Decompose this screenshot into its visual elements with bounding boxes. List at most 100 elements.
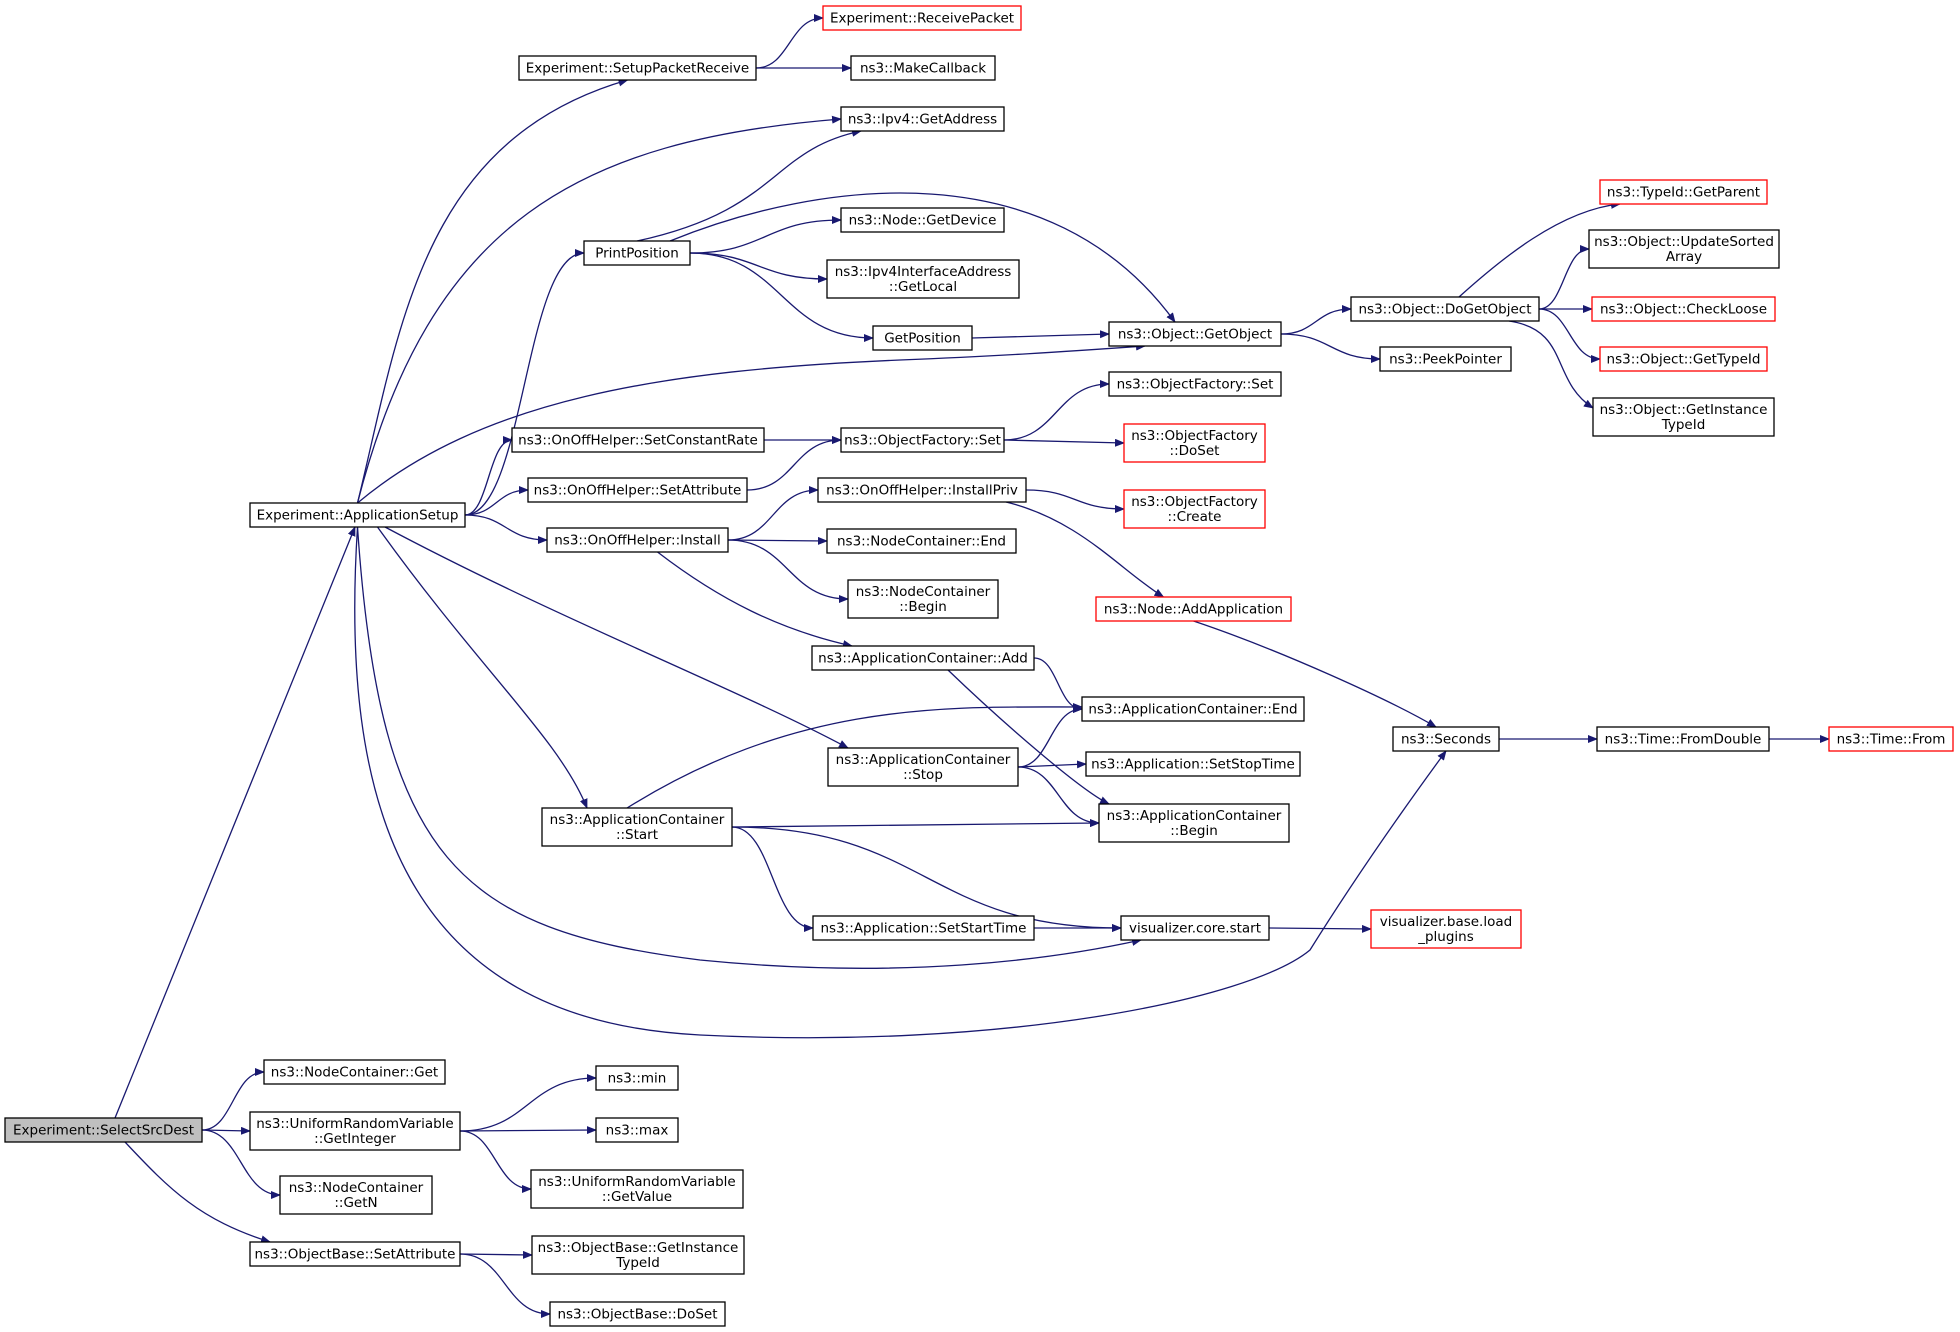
node-box[interactable] (1350, 296, 1540, 322)
node-box[interactable] (1123, 423, 1266, 463)
node-box[interactable] (826, 528, 1017, 554)
node-setuppacketreceive[interactable]: Experiment::SetupPacketReceive (518, 55, 757, 81)
node-box[interactable] (822, 5, 1022, 31)
node-box[interactable] (847, 579, 999, 619)
node-selectsrcdest[interactable]: Experiment::SelectSrcDest (4, 1117, 203, 1143)
node-box[interactable] (1592, 397, 1775, 437)
node-nodecontainer-begin[interactable]: ns3::NodeContainer::Begin (847, 579, 999, 619)
node-box[interactable] (546, 527, 729, 553)
node-box[interactable] (518, 55, 757, 81)
node-box[interactable] (811, 645, 1035, 671)
node-appcontainer-add[interactable]: ns3::ApplicationContainer::Add (811, 645, 1035, 671)
node-box[interactable] (595, 1065, 679, 1091)
node-box[interactable] (511, 427, 765, 453)
node-box[interactable] (279, 1175, 433, 1215)
node-box[interactable] (827, 747, 1019, 787)
node-applicationsetup[interactable]: Experiment::ApplicationSetup (249, 502, 466, 528)
node-onoff-setconstantrate[interactable]: ns3::OnOffHelper::SetConstantRate (511, 427, 765, 453)
node-uniform-getvalue[interactable]: ns3::UniformRandomVariable::GetValue (530, 1169, 744, 1209)
node-nodecontainer-getn[interactable]: ns3::NodeContainer::GetN (279, 1175, 433, 1215)
node-box[interactable] (1588, 229, 1780, 269)
node-box[interactable] (249, 1111, 461, 1151)
node-receivepacket[interactable]: Experiment::ReceivePacket (822, 5, 1022, 31)
node-box[interactable] (249, 1241, 461, 1267)
node-box[interactable] (812, 915, 1035, 941)
node-printposition[interactable]: PrintPosition (583, 240, 691, 266)
node-box[interactable] (826, 259, 1020, 299)
node-box[interactable] (527, 477, 748, 503)
node-time-from[interactable]: ns3::Time::From (1828, 726, 1954, 752)
node-onoff-setattribute[interactable]: ns3::OnOffHelper::SetAttribute (527, 477, 748, 503)
node-typeid-getparent[interactable]: ns3::TypeId::GetParent (1599, 179, 1768, 205)
node-object-dogetobject[interactable]: ns3::Object::DoGetObject (1350, 296, 1540, 322)
node-box[interactable] (1108, 321, 1282, 347)
node-object-checkloose[interactable]: ns3::Object::CheckLoose (1591, 296, 1776, 322)
node-box[interactable] (1596, 726, 1770, 752)
node-box[interactable] (850, 55, 996, 81)
node-box[interactable] (1095, 596, 1292, 622)
node-box[interactable] (872, 325, 973, 351)
node-node-addapplication[interactable]: ns3::Node::AddApplication (1095, 596, 1292, 622)
node-box[interactable] (249, 502, 466, 528)
node-box[interactable] (583, 240, 691, 266)
node-app-setstarttime[interactable]: ns3::Application::SetStartTime (812, 915, 1035, 941)
node-appcontainer-begin[interactable]: ns3::ApplicationContainer::Begin (1098, 803, 1290, 843)
node-appcontainer-start[interactable]: ns3::ApplicationContainer::Start (541, 807, 733, 847)
node-box[interactable] (817, 477, 1027, 503)
node-time-fromdouble[interactable]: ns3::Time::FromDouble (1596, 726, 1770, 752)
node-object-getobject[interactable]: ns3::Object::GetObject (1108, 321, 1282, 347)
node-box[interactable] (1591, 296, 1776, 322)
node-box[interactable] (1120, 915, 1270, 941)
node-box[interactable] (1081, 696, 1305, 722)
node-appcontainer-stop[interactable]: ns3::ApplicationContainer::Stop (827, 747, 1019, 787)
node-box[interactable] (1098, 803, 1290, 843)
node-node-getdevice[interactable]: ns3::Node::GetDevice (840, 207, 1005, 233)
node-seconds[interactable]: ns3::Seconds (1392, 726, 1500, 752)
node-visualizer-load-plugins[interactable]: visualizer.base.load_plugins (1370, 909, 1522, 949)
node-box[interactable] (549, 1301, 726, 1327)
node-makecallback[interactable]: ns3::MakeCallback (850, 55, 996, 81)
node-nodecontainer-get[interactable]: ns3::NodeContainer::Get (263, 1059, 446, 1085)
node-app-setstoptime[interactable]: ns3::Application::SetStopTime (1085, 751, 1301, 777)
node-objectfactory-set[interactable]: ns3::ObjectFactory::Set (1108, 371, 1282, 397)
node-box[interactable] (1599, 346, 1768, 372)
node-peekpointer[interactable]: ns3::PeekPointer (1379, 346, 1512, 372)
node-getposition[interactable]: GetPosition (872, 325, 973, 351)
node-objectfactory-doset[interactable]: ns3::ObjectFactory::DoSet (1123, 423, 1266, 463)
node-ipv4ifaddr-getlocal[interactable]: ns3::Ipv4InterfaceAddress::GetLocal (826, 259, 1020, 299)
node-box[interactable] (840, 106, 1005, 132)
node-box[interactable] (840, 207, 1005, 233)
node-box[interactable] (530, 1169, 744, 1209)
node-uniform-getinteger[interactable]: ns3::UniformRandomVariable::GetInteger (249, 1111, 461, 1151)
node-box[interactable] (1379, 346, 1512, 372)
node-objectbase-setattribute[interactable]: ns3::ObjectBase::SetAttribute (249, 1241, 461, 1267)
node-box[interactable] (1108, 371, 1282, 397)
node-box[interactable] (1392, 726, 1500, 752)
node-box[interactable] (541, 807, 733, 847)
node-onoff-installpriv[interactable]: ns3::OnOffHelper::InstallPriv (817, 477, 1027, 503)
node-box[interactable] (263, 1059, 446, 1085)
node-min[interactable]: ns3::min (595, 1065, 679, 1091)
node-box[interactable] (1123, 489, 1266, 529)
node-max[interactable]: ns3::max (595, 1117, 679, 1143)
node-ipv4-getaddress[interactable]: ns3::Ipv4::GetAddress (840, 106, 1005, 132)
node-box[interactable] (595, 1117, 679, 1143)
node-box[interactable] (1599, 179, 1768, 205)
node-box[interactable] (840, 427, 1005, 453)
node-appcontainer-end[interactable]: ns3::ApplicationContainer::End (1081, 696, 1305, 722)
node-objectfactory-create[interactable]: ns3::ObjectFactory::Create (1123, 489, 1266, 529)
node-box[interactable] (1828, 726, 1954, 752)
node-nodecontainer-end[interactable]: ns3::NodeContainer::End (826, 528, 1017, 554)
node-object-gettypeid[interactable]: ns3::Object::GetTypeId (1599, 346, 1768, 372)
node-box[interactable] (4, 1117, 203, 1143)
node-box[interactable] (1085, 751, 1301, 777)
node-box[interactable] (531, 1235, 745, 1275)
node-visualizer-core-start[interactable]: visualizer.core.start (1120, 915, 1270, 941)
node-objectbase-doset[interactable]: ns3::ObjectBase::DoSet (549, 1301, 726, 1327)
node-box[interactable] (1370, 909, 1522, 949)
node-objectfactory-set2[interactable]: ns3::ObjectFactory::Set (840, 427, 1005, 453)
node-onoff-install[interactable]: ns3::OnOffHelper::Install (546, 527, 729, 553)
